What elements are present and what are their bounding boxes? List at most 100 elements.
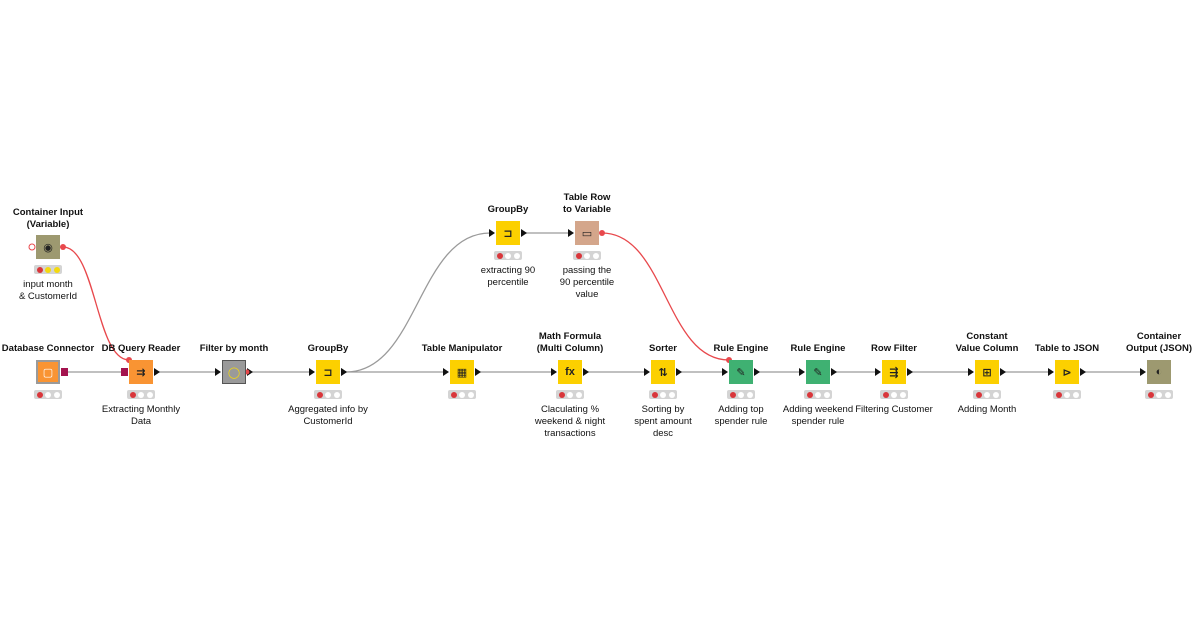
status-light bbox=[984, 391, 990, 398]
output-port[interactable] bbox=[676, 368, 682, 376]
node-description[interactable]: Adding weekend spender rule bbox=[782, 404, 854, 427]
data-connection[interactable] bbox=[345, 232, 491, 373]
output-port[interactable] bbox=[475, 368, 481, 376]
output-port[interactable] bbox=[1080, 368, 1086, 376]
status-light bbox=[129, 391, 136, 398]
status-light bbox=[53, 391, 60, 398]
node-title: GroupBy bbox=[487, 204, 529, 215]
node-status-indicator bbox=[804, 390, 832, 399]
node-description[interactable]: Claculating % weekend & night transactio… bbox=[534, 404, 606, 439]
rule-engine-icon[interactable]: ✎ bbox=[806, 360, 830, 384]
input-port[interactable] bbox=[875, 368, 881, 376]
node-title: Constant Value Column bbox=[955, 331, 1019, 354]
input-port[interactable] bbox=[1048, 368, 1054, 376]
input-port[interactable] bbox=[568, 229, 574, 237]
input-port[interactable] bbox=[968, 368, 974, 376]
output-port[interactable] bbox=[521, 229, 527, 237]
status-light bbox=[882, 391, 889, 398]
status-light bbox=[815, 391, 821, 398]
node-title: Table to JSON bbox=[1034, 343, 1100, 354]
node-description[interactable]: input month & CustomerId bbox=[18, 279, 78, 302]
status-light bbox=[36, 391, 43, 398]
output-port[interactable] bbox=[831, 368, 837, 376]
status-light bbox=[333, 391, 340, 398]
node-title: DB Query Reader bbox=[101, 343, 181, 354]
status-light bbox=[806, 391, 813, 398]
row-filter-icon[interactable]: ⇶ bbox=[882, 360, 906, 384]
input-port[interactable] bbox=[722, 368, 728, 376]
node-description[interactable]: Sorting by spent amount desc bbox=[634, 404, 692, 439]
table-row-to-variable-icon[interactable]: ▭ bbox=[575, 221, 599, 245]
input-port[interactable] bbox=[799, 368, 805, 376]
node-status-indicator bbox=[880, 390, 908, 399]
status-light bbox=[1156, 391, 1162, 398]
node-status-indicator bbox=[1145, 390, 1173, 399]
groupby-icon[interactable]: ⊐ bbox=[316, 360, 340, 384]
node-description[interactable]: Aggregated info by CustomerId bbox=[288, 404, 368, 427]
variable-connection[interactable] bbox=[62, 246, 130, 361]
status-light bbox=[505, 252, 511, 259]
database-connector-icon[interactable]: ▢ bbox=[36, 360, 60, 384]
output-port[interactable] bbox=[154, 368, 160, 376]
status-light bbox=[567, 391, 573, 398]
input-port[interactable] bbox=[489, 229, 495, 237]
node-status-indicator bbox=[973, 390, 1001, 399]
rule-engine-icon[interactable]: ✎ bbox=[729, 360, 753, 384]
output-port[interactable] bbox=[1000, 368, 1006, 376]
output-port[interactable] bbox=[583, 368, 589, 376]
output-port[interactable] bbox=[754, 368, 760, 376]
node-status-indicator bbox=[649, 390, 677, 399]
container-input-icon[interactable]: ◉ bbox=[36, 235, 60, 259]
input-port[interactable] bbox=[443, 368, 449, 376]
node-description[interactable]: Adding top spender rule bbox=[714, 404, 768, 427]
container-output-icon[interactable]: ◐ bbox=[1147, 360, 1171, 384]
status-light bbox=[146, 391, 153, 398]
input-port[interactable] bbox=[644, 368, 650, 376]
node-title: Table Manipulator bbox=[421, 343, 503, 354]
sorter-icon[interactable]: ⇅ bbox=[651, 360, 675, 384]
node-status-indicator bbox=[448, 390, 476, 399]
status-light bbox=[1072, 391, 1079, 398]
node-status-indicator bbox=[314, 390, 342, 399]
node-title: GroupBy bbox=[307, 343, 349, 354]
status-light bbox=[513, 252, 520, 259]
math-formula-icon[interactable]: fx bbox=[558, 360, 582, 384]
status-light bbox=[575, 252, 582, 259]
node-title: Table Row to Variable bbox=[562, 192, 612, 215]
input-port[interactable] bbox=[215, 368, 221, 376]
node-description[interactable]: Adding Month bbox=[957, 404, 1017, 415]
db-query-reader-icon[interactable]: ⇉ bbox=[129, 360, 153, 384]
status-light bbox=[138, 391, 144, 398]
node-description[interactable]: Filtering Customer bbox=[855, 404, 933, 415]
output-port[interactable] bbox=[907, 368, 913, 376]
status-light bbox=[992, 391, 999, 398]
db-connection-port[interactable] bbox=[121, 368, 128, 376]
status-light bbox=[450, 391, 457, 398]
variable-output-port[interactable] bbox=[599, 230, 605, 236]
variable-connection[interactable] bbox=[601, 232, 730, 361]
variable-input-port[interactable] bbox=[28, 243, 36, 251]
node-description[interactable]: Extracting Monthly Data bbox=[101, 404, 181, 427]
node-status-indicator bbox=[1053, 390, 1081, 399]
node-description[interactable]: extracting 90 percentile bbox=[480, 265, 536, 288]
status-light bbox=[1055, 391, 1062, 398]
table-manipulator-icon[interactable]: ▦ bbox=[450, 360, 474, 384]
status-light bbox=[899, 391, 906, 398]
input-port[interactable] bbox=[309, 368, 315, 376]
filter-by-month-icon[interactable]: ◯ bbox=[222, 360, 246, 384]
variable-output-port[interactable] bbox=[60, 244, 66, 250]
db-connection-port[interactable] bbox=[61, 368, 68, 376]
node-title: Filter by month bbox=[199, 343, 269, 354]
input-port[interactable] bbox=[551, 368, 557, 376]
node-description[interactable]: passing the 90 percentile value bbox=[559, 265, 615, 300]
input-port[interactable] bbox=[1140, 368, 1146, 376]
node-status-indicator bbox=[127, 390, 155, 399]
table-to-json-icon[interactable]: ⊳ bbox=[1055, 360, 1079, 384]
output-port[interactable] bbox=[341, 368, 347, 376]
constant-value-column-icon[interactable]: ⊞ bbox=[975, 360, 999, 384]
status-light bbox=[651, 391, 658, 398]
status-light bbox=[316, 391, 323, 398]
groupby-icon[interactable]: ⊐ bbox=[496, 221, 520, 245]
node-status-indicator bbox=[34, 390, 62, 399]
